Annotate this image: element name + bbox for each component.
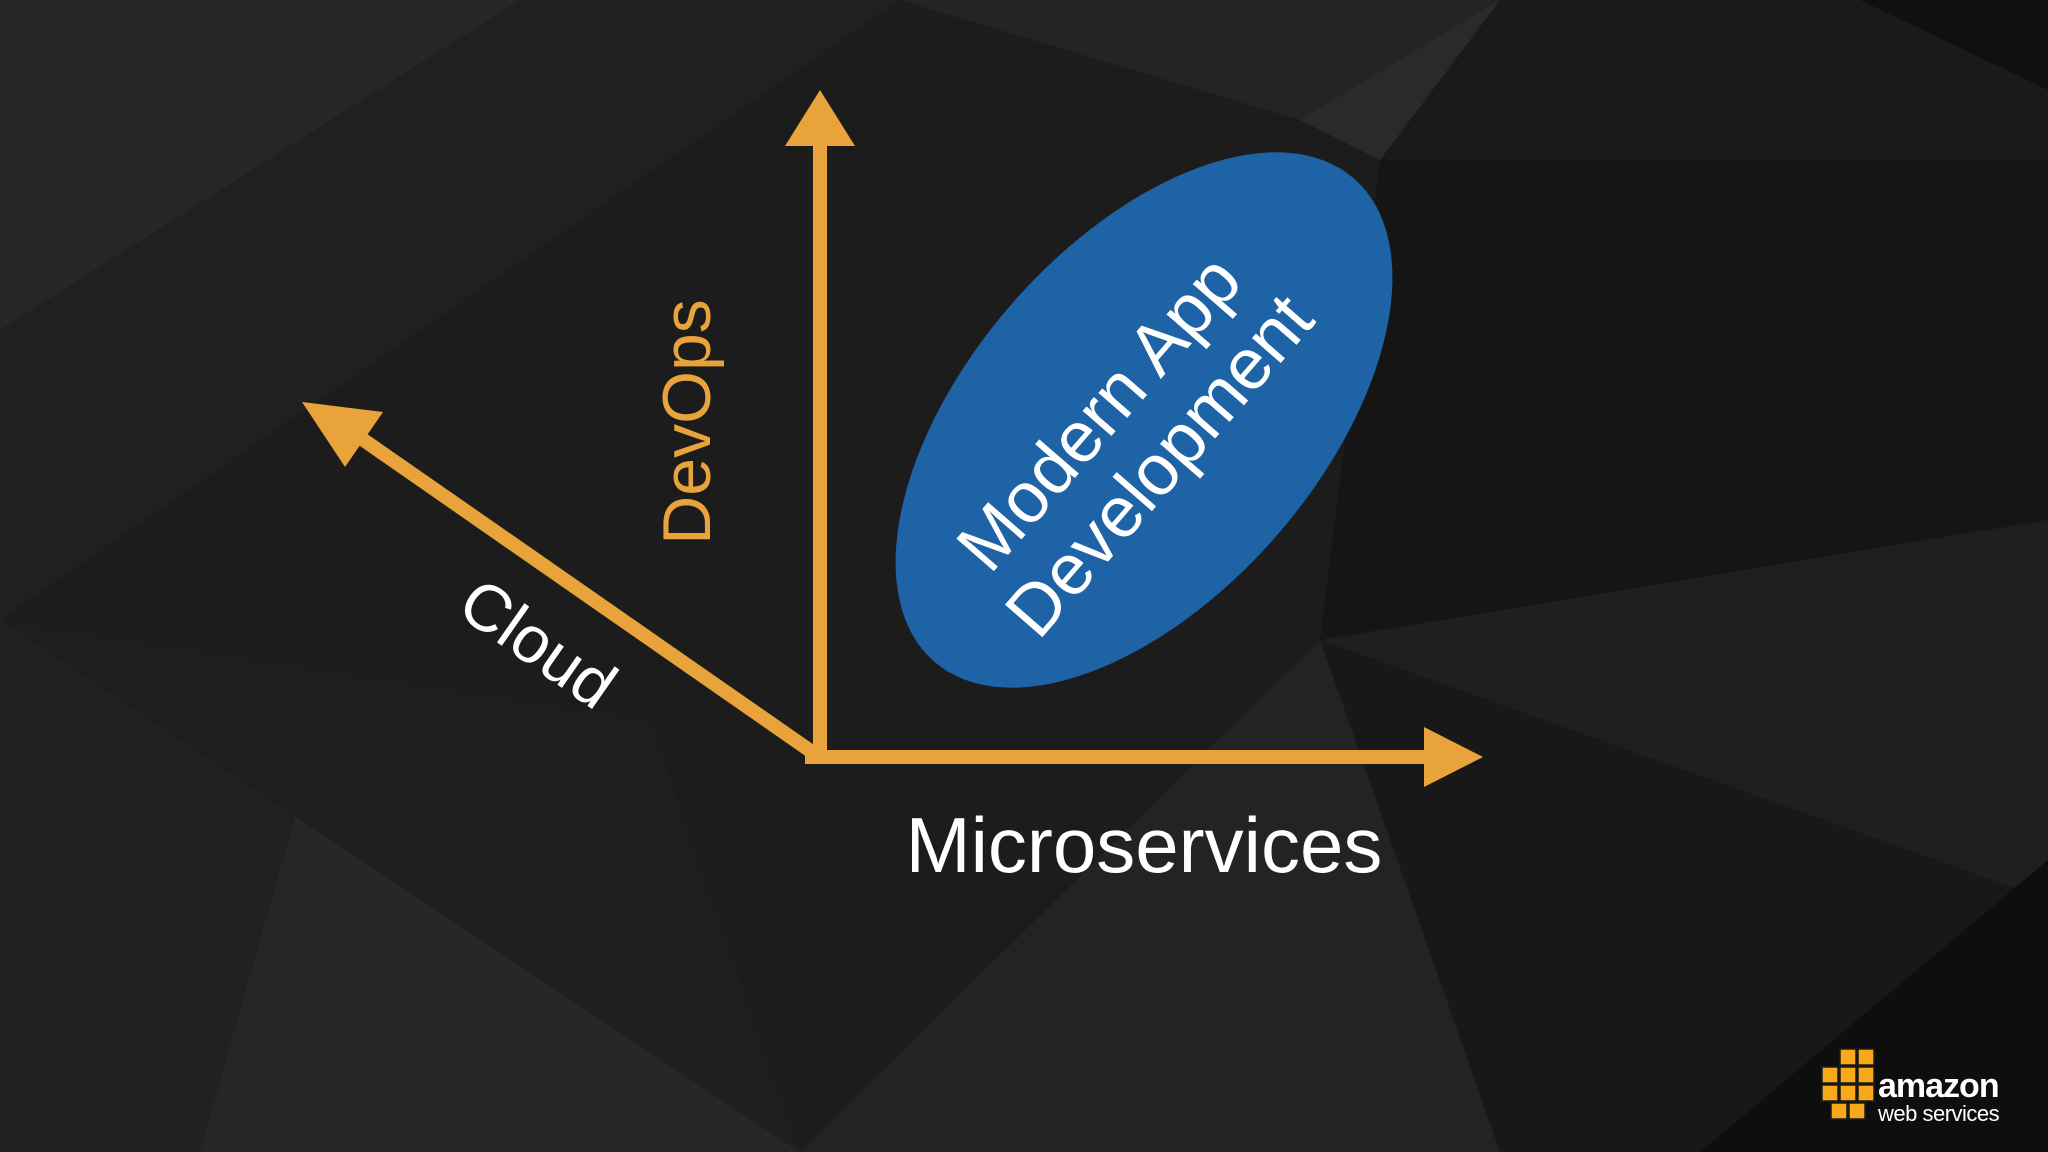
microservices-axis <box>805 727 1483 787</box>
devops-arrowhead <box>785 90 855 146</box>
devops-axis <box>785 90 855 762</box>
aws-cubes-icon <box>1821 1048 1875 1120</box>
modern-app-ellipse <box>895 152 1393 688</box>
aws-logo-word: amazon <box>1878 1067 2000 1105</box>
microservices-arrowhead <box>1424 727 1483 787</box>
cloud-arrowhead <box>302 402 383 467</box>
devops-label: DevOps <box>649 299 725 545</box>
aws-logo: amazon web services <box>1818 1047 2018 1129</box>
aws-logo-sub: web services <box>1878 1101 2000 1126</box>
cloud-label: Cloud <box>446 563 630 723</box>
microservices-label: Microservices <box>906 801 1383 889</box>
cloud-axis <box>302 402 816 758</box>
